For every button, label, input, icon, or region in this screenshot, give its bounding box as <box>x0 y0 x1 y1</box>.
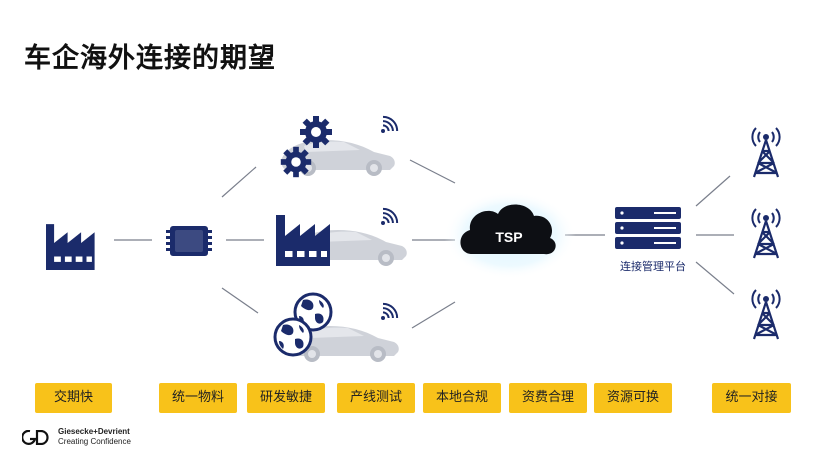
chip-unified-materials: 统一物料 <box>159 383 237 413</box>
gear-icon-small <box>280 146 312 178</box>
tower-icon-top <box>751 126 781 179</box>
factory-icon <box>46 224 95 270</box>
cloud-icon <box>460 204 556 255</box>
factory-icon-middle <box>276 215 330 266</box>
chip-local-compliance: 本地合规 <box>423 383 501 413</box>
wifi-icon-top <box>380 112 402 134</box>
page-title: 车企海外连接的期望 <box>24 43 276 74</box>
chip-reasonable-tariffs: 资费合理 <box>509 383 587 413</box>
wifi-icon-middle <box>380 204 402 226</box>
tower-icon-middle <box>751 207 781 260</box>
brand-name: Giesecke+Devrient <box>58 427 130 436</box>
chip-swappable-resources: 资源可换 <box>594 383 672 413</box>
chip-icon <box>166 226 212 256</box>
chip-line-testing: 产线测试 <box>337 383 415 413</box>
wifi-icon-bottom <box>380 299 402 321</box>
gear-icon-large <box>300 116 332 148</box>
gd-logo-icon <box>22 430 49 445</box>
brand-text: Giesecke+Devrient Creating Confidence <box>58 427 131 447</box>
chip-agile-rd: 研发敏捷 <box>247 383 325 413</box>
brand-tagline: Creating Confidence <box>58 437 131 446</box>
chip-unified-integration: 统一对接 <box>712 383 791 413</box>
tower-icon-bottom <box>751 288 781 341</box>
server-icon <box>615 207 681 249</box>
chip-fast-delivery: 交期快 <box>35 383 112 413</box>
tsp-label: TSP <box>495 229 522 245</box>
brand-logo: Giesecke+Devrient Creating Confidence <box>22 427 162 451</box>
platform-label: 连接管理平台 <box>620 260 686 273</box>
globe-icon-front <box>273 317 313 357</box>
